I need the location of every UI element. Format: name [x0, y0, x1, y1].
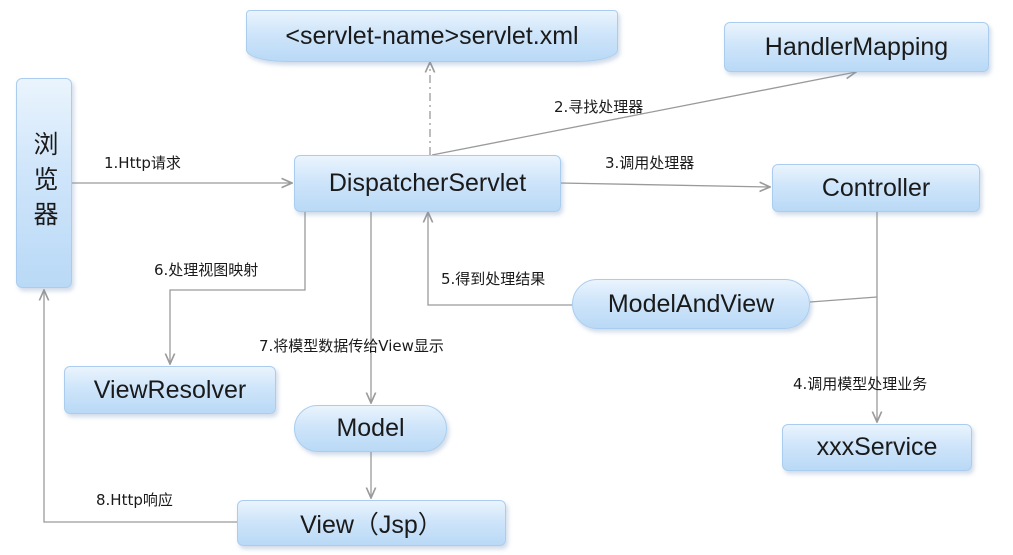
- label-step3: 3.调用处理器: [605, 154, 695, 172]
- edge-view-mapping: [170, 212, 306, 364]
- label-step4: 4.调用模型处理业务: [793, 375, 928, 393]
- servlet-xml-node: <servlet-name>servlet.xml: [246, 10, 618, 62]
- browser-node: 浏览器: [16, 78, 72, 288]
- xxx-service-node: xxxService: [782, 424, 972, 471]
- label-step8: 8.Http响应: [96, 491, 173, 509]
- edge-controller-to-mav: [809, 296, 878, 303]
- model-node: Model: [294, 405, 447, 452]
- model-and-view-node: ModelAndView: [572, 279, 810, 329]
- view-resolver-node: ViewResolver: [64, 366, 276, 414]
- edge-call-handler: [559, 183, 770, 187]
- label-step6: 6.处理视图映射: [154, 261, 259, 279]
- controller-node: Controller: [772, 164, 980, 212]
- label-step1: 1.Http请求: [104, 154, 181, 172]
- edge-http-response: [44, 290, 237, 523]
- label-step5: 5.得到处理结果: [441, 270, 546, 288]
- edge-get-result: [428, 212, 572, 306]
- dispatcher-servlet-node: DispatcherServlet: [294, 155, 561, 212]
- view-jsp-node: View（Jsp）: [237, 500, 506, 546]
- label-step2: 2.寻找处理器: [554, 98, 644, 116]
- handler-mapping-node: HandlerMapping: [724, 22, 989, 72]
- label-step7: 7.将模型数据传给View显示: [259, 337, 444, 355]
- edge-find-handler: [431, 72, 856, 156]
